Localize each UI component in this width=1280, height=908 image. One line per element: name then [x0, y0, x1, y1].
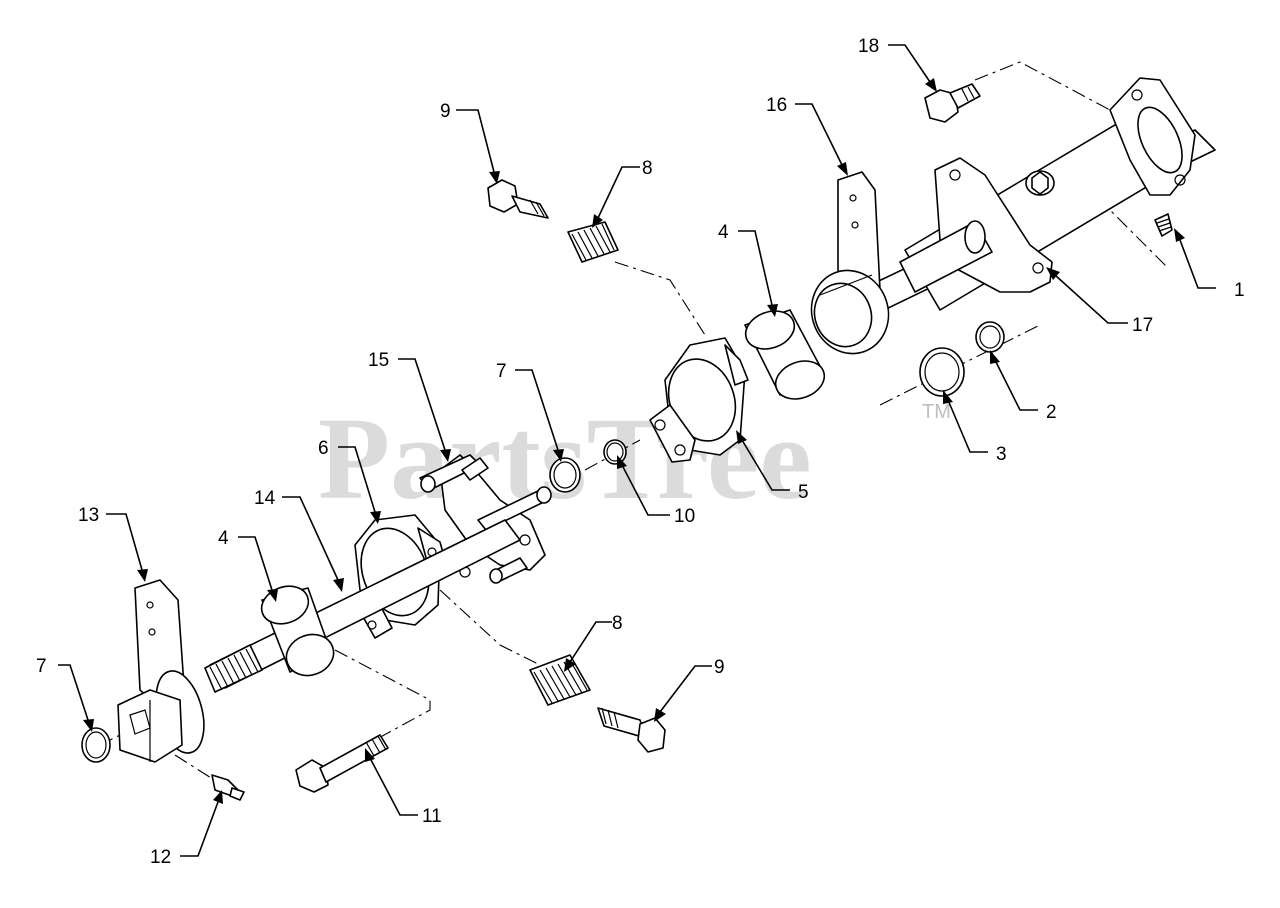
- watermark-trademark: TM: [922, 401, 951, 423]
- part-bushing-lower: [260, 585, 335, 677]
- callout-label-12: 12: [150, 847, 171, 868]
- callout-label-8-lower: 8: [612, 613, 623, 634]
- callout-label-18: 18: [858, 36, 879, 57]
- part-rings-7-10: [549, 439, 627, 493]
- callout-label-3: 3: [996, 444, 1007, 465]
- callout-label-8-upper: 8: [642, 158, 653, 179]
- callout-label-13: 13: [78, 505, 99, 526]
- callout-label-17: 17: [1132, 315, 1153, 336]
- part-spring-lower: [529, 654, 591, 706]
- callouts: [58, 44, 1216, 857]
- callout-label-7-lower: 7: [36, 656, 47, 677]
- callout-label-2: 2: [1046, 402, 1057, 423]
- callout-label-4-upper: 4: [718, 222, 729, 243]
- callout-label-10: 10: [674, 506, 695, 527]
- callout-label-14: 14: [254, 488, 276, 509]
- axle-housing-tube: [859, 77, 1216, 313]
- callout-label-9-upper: 9: [440, 101, 451, 122]
- callout-label-16: 16: [766, 95, 787, 116]
- callout-label-15: 15: [368, 350, 389, 371]
- part-arm-16: [810, 171, 890, 355]
- part-bolt-upper-9: [487, 179, 549, 219]
- part-ring-lower-7: [81, 727, 111, 763]
- part-screw-12: [211, 774, 245, 801]
- centerlines: [99, 61, 1166, 791]
- callout-label-5: 5: [798, 482, 809, 503]
- callout-label-9-lower: 9: [714, 657, 725, 678]
- callout-label-1: 1: [1234, 280, 1245, 301]
- part-bolt-lower-9: [597, 707, 666, 753]
- callout-label-4-lower: 4: [218, 528, 229, 549]
- part-spring-upper: [567, 221, 619, 263]
- callout-labels: 1 2 3 4 4 5 6 7 7 8 8 9 9 10 11 12 13 14…: [36, 36, 1245, 868]
- part-arm-13: [117, 579, 205, 763]
- callout-label-7-middle: 7: [496, 361, 507, 382]
- part-grease-fitting: [1154, 213, 1173, 237]
- callout-label-6: 6: [318, 438, 329, 459]
- callout-label-11: 11: [422, 806, 442, 827]
- part-bushing-upper: [744, 309, 826, 400]
- watermark: PartsTree TM: [318, 393, 951, 524]
- part-bolt-18: [924, 83, 981, 123]
- part-washers-2-3: [919, 321, 1005, 397]
- part-bolt-11: [295, 734, 389, 793]
